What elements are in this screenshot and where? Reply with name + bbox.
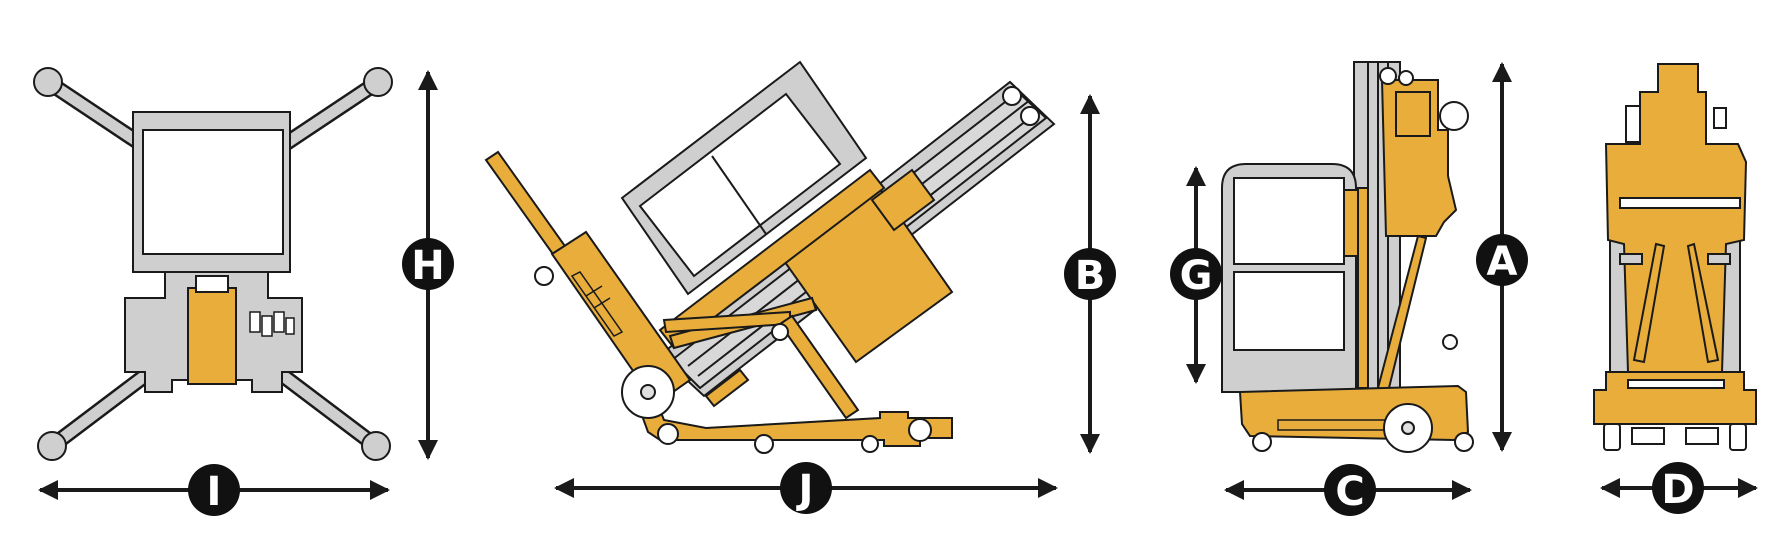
stowed-outrigger-stack — [570, 271, 624, 337]
label-j: J — [796, 467, 814, 513]
front-base-slot — [1627, 379, 1725, 389]
front-braces — [1632, 242, 1720, 364]
label-i: I — [207, 469, 222, 515]
mast-head-top — [195, 275, 229, 293]
badge-a: A — [1476, 234, 1528, 286]
outrigger-pads — [33, 67, 393, 461]
stowed-box — [870, 168, 936, 232]
side-view — [1221, 61, 1474, 453]
side-carriage-box — [1395, 91, 1431, 137]
stowed-wheels — [534, 266, 932, 454]
badge-i: I — [188, 464, 240, 516]
side-column — [1343, 187, 1428, 394]
stowed-base — [638, 409, 953, 447]
side-outrigger-stack — [1277, 419, 1401, 431]
front-rails — [1619, 197, 1741, 265]
badge-d: D — [1652, 462, 1704, 514]
label-h: H — [411, 243, 444, 289]
stowed-basket — [620, 60, 868, 296]
top-view — [33, 67, 393, 461]
mast-top — [187, 287, 237, 385]
stowed-tow-bar — [484, 150, 692, 406]
badge-b: B — [1064, 248, 1116, 300]
label-a: A — [1487, 239, 1518, 285]
label-g: G — [1180, 253, 1213, 299]
label-d: D — [1661, 467, 1694, 513]
side-wheels — [1252, 334, 1474, 453]
side-base — [1238, 384, 1470, 442]
badge-h: H — [402, 238, 454, 290]
controls-top — [249, 311, 295, 337]
side-basket — [1221, 163, 1357, 393]
front-wheels — [1603, 423, 1747, 451]
stowed-column — [658, 168, 886, 350]
stowed-braces — [662, 296, 860, 420]
badge-g: G — [1170, 248, 1222, 300]
front-side-handles — [1625, 105, 1727, 143]
side-pulleys — [1379, 67, 1469, 131]
front-view — [1593, 63, 1757, 451]
stowed-mast-pulleys — [1002, 86, 1040, 126]
badge-j: J — [780, 462, 832, 514]
badge-c: C — [1324, 464, 1376, 516]
platform-deck-top — [142, 129, 284, 255]
label-c: C — [1335, 469, 1364, 515]
stowed-view — [484, 60, 1056, 454]
dimension-labels: H I B J G A C D — [188, 234, 1704, 516]
outrigger-arms — [40, 74, 386, 454]
label-b: B — [1075, 253, 1106, 299]
